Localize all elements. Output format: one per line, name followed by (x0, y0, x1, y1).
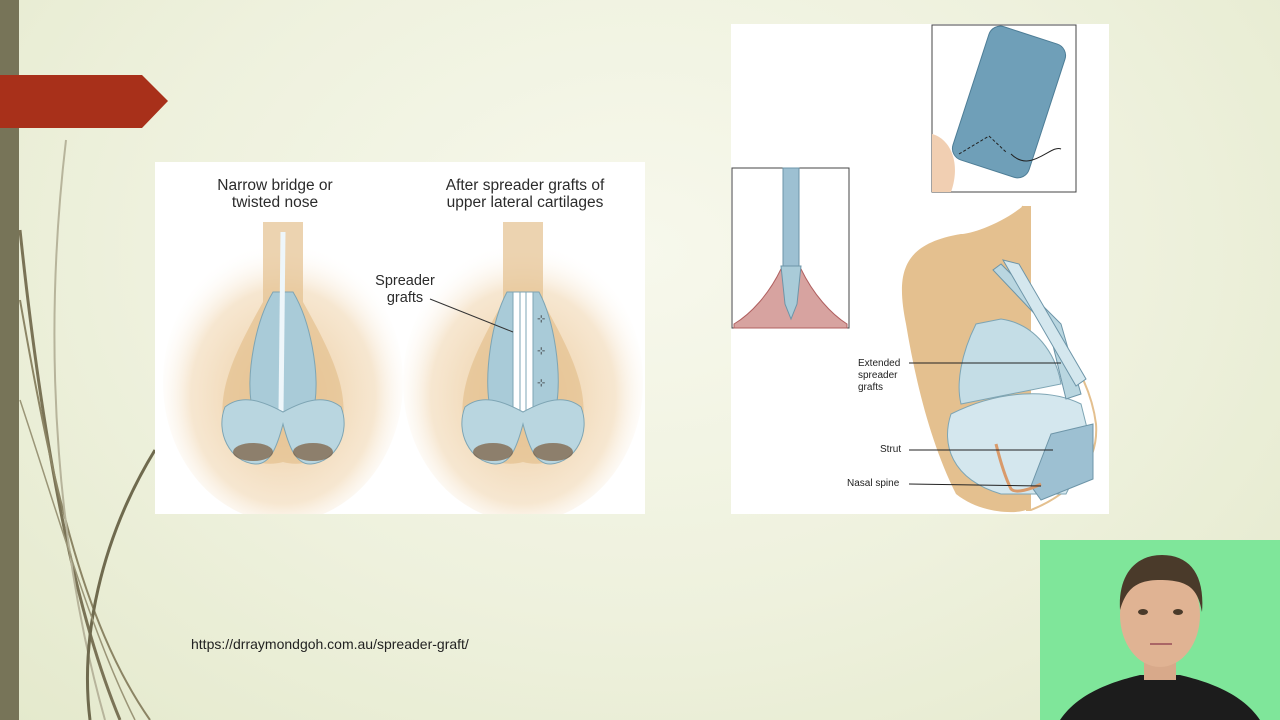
source-url[interactable]: https://drraymondgoh.com.au/spreader-gra… (191, 636, 469, 652)
svg-text:⊹: ⊹ (537, 314, 545, 325)
caption-after-line1: After spreader grafts of (445, 177, 605, 194)
label-extended-line1: Extended (858, 358, 901, 369)
caption-before-line1: Narrow bridge or (217, 177, 333, 194)
label-strut: Strut (880, 444, 902, 455)
label-extended-line2: spreader (858, 370, 898, 381)
label-nasal-spine: Nasal spine (847, 478, 900, 489)
caption-after: After spreader grafts of upper lateral c… (425, 177, 625, 211)
presenter-webcam (1040, 540, 1280, 720)
label-extended-line3: grafts (858, 382, 884, 393)
svg-text:⊹: ⊹ (537, 346, 545, 357)
caption-after-line2: upper lateral cartilages (446, 194, 604, 211)
title-accent-arrow (0, 75, 168, 128)
decorative-grass-lines (18, 139, 157, 720)
svg-text:⊹: ⊹ (537, 378, 545, 389)
septum-illustration (731, 24, 1098, 513)
callout-line1: Spreader (375, 273, 435, 289)
nose-illustration: ⊹ ⊹ ⊹ (163, 222, 643, 514)
spreader-graft-figure: ⊹ ⊹ ⊹ Narrow bridge or twisted nose Afte… (155, 162, 645, 514)
callout-spreader-grafts: Spreader grafts (367, 273, 443, 307)
caption-before: Narrow bridge or twisted nose (195, 177, 355, 211)
sidebar-bar (0, 0, 19, 720)
label-extended-spreader-grafts: Extended spreader grafts (858, 358, 900, 394)
presenter-silhouette (1060, 555, 1260, 720)
callout-line2: grafts (386, 290, 424, 306)
caption-before-line2: twisted nose (231, 194, 319, 211)
extended-spreader-graft-figure: Extended spreader grafts Strut Nasal spi… (731, 24, 1109, 514)
